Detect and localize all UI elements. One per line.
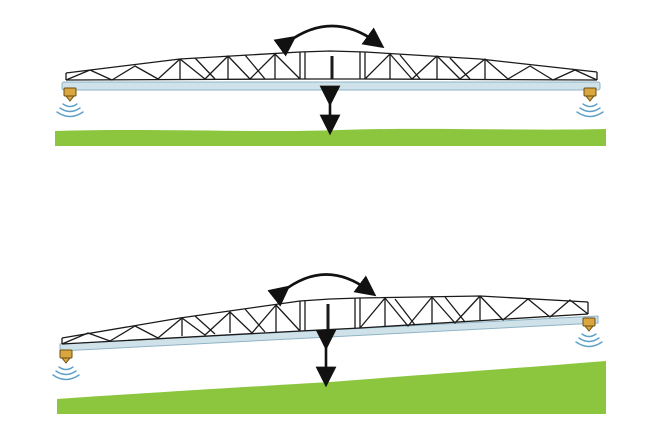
- scene-flat-ground: [55, 24, 606, 146]
- boom-truss: [65, 50, 598, 81]
- scene-sloped-ground: [52, 273, 606, 414]
- ultrasonic-sensor-icon: [56, 87, 84, 118]
- ground-flat: [55, 128, 606, 146]
- rotation-arrow-icon: [273, 24, 385, 57]
- ultrasonic-sensor-icon: [575, 317, 603, 348]
- ground-sloped: [57, 361, 606, 414]
- boom-beam: [61, 81, 601, 91]
- rotation-arrow-icon: [267, 273, 377, 307]
- ultrasonic-sensor-icon: [52, 349, 80, 381]
- ultrasonic-sensor-icon: [576, 87, 604, 118]
